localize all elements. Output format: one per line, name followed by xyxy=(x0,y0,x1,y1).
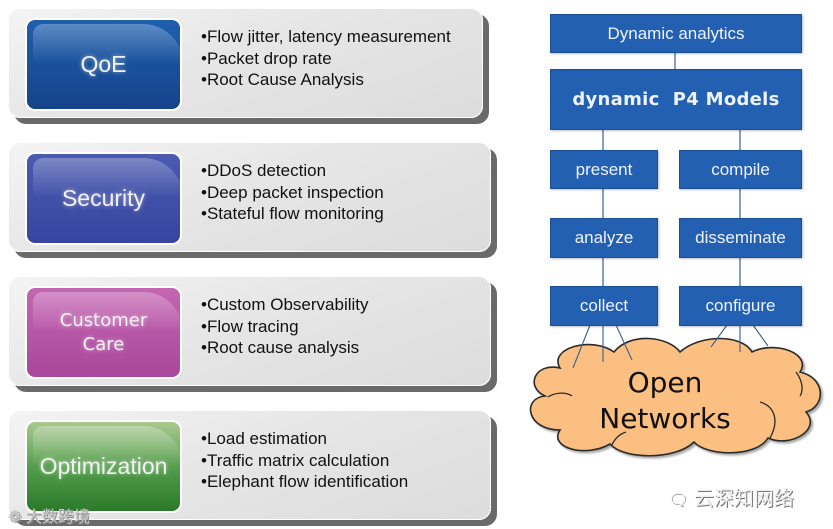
optimization-bullet-list: Load estimation Traffic matrix calculati… xyxy=(201,428,408,493)
bullet-item: Deep packet inspection xyxy=(201,182,384,204)
watermark-logo-icon: ❁ xyxy=(8,509,22,526)
network-link xyxy=(572,324,591,369)
cloud-fold xyxy=(795,371,803,397)
network-link xyxy=(710,324,728,348)
present-box: present xyxy=(550,150,658,189)
use-case-panel-qoe: QoE Flow jitter, latency measurement Pac… xyxy=(8,8,483,118)
bullet-item: Traffic matrix calculation xyxy=(201,450,408,472)
cloud-shape xyxy=(529,337,822,457)
cloud-fold xyxy=(759,401,776,439)
compile-box: compile xyxy=(679,150,802,189)
bullet-item: Stateful flow monitoring xyxy=(201,203,384,225)
watermark-bottom-right: 🗨 云深知网络 xyxy=(668,488,794,510)
bullet-item: Packet drop rate xyxy=(201,48,451,70)
bullet-item: Flow jitter, latency measurement xyxy=(201,26,451,48)
bullet-item: DDoS detection xyxy=(201,160,384,182)
use-case-panel-security: Security DDoS detection Deep packet insp… xyxy=(8,142,491,252)
bullet-item: Root cause analysis xyxy=(201,337,369,359)
bullet-item: Root Cause Analysis xyxy=(201,69,451,91)
optimization-badge: Optimization xyxy=(25,420,182,513)
cloud-fold xyxy=(547,392,573,398)
qoe-badge: QoE xyxy=(25,18,182,111)
cloud-fold xyxy=(611,431,627,446)
qoe-bullet-list: Flow jitter, latency measurement Packet … xyxy=(201,26,451,91)
watermark-bottom-left: ❁ 大数跨境 xyxy=(8,509,90,526)
network-link xyxy=(752,324,769,347)
configure-box: configure xyxy=(679,286,802,326)
analyze-box: analyze xyxy=(550,218,658,258)
security-badge: Security xyxy=(25,152,182,245)
wechat-icon: 🗨 xyxy=(668,492,689,509)
dynamic-analytics-box: Dynamic analytics xyxy=(550,14,802,53)
network-link xyxy=(615,324,633,361)
use-case-panel-optimization: Optimization Load estimation Traffic mat… xyxy=(8,410,491,520)
open-networks-label: Open Networks xyxy=(599,366,731,435)
bullet-item: Flow tracing xyxy=(201,316,369,338)
bullet-item: Custom Observability xyxy=(201,294,369,316)
bullet-item: Load estimation xyxy=(201,428,408,450)
bullet-item: Elephant flow identification xyxy=(201,471,408,493)
disseminate-box: disseminate xyxy=(679,218,802,258)
customer-care-bullet-list: Custom Observability Flow tracing Root c… xyxy=(201,294,369,359)
p4-models-box: dynamic P4 Models xyxy=(550,69,802,130)
security-bullet-list: DDoS detection Deep packet inspection St… xyxy=(201,160,384,225)
collect-box: collect xyxy=(550,286,658,326)
